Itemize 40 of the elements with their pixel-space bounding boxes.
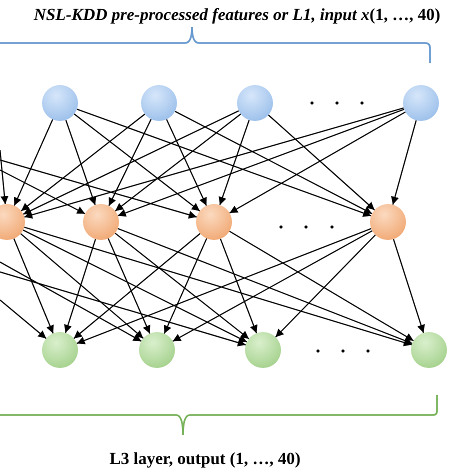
arrow [20, 114, 146, 212]
arrow [0, 300, 47, 339]
arrow [74, 114, 200, 212]
arrow [22, 230, 248, 342]
arrow [0, 169, 86, 214]
arrow [64, 238, 96, 334]
arrow [24, 107, 404, 219]
arrow [108, 238, 150, 334]
arrow [392, 238, 425, 334]
arrow [391, 120, 417, 205]
arrow [172, 230, 373, 342]
arrow [14, 119, 54, 206]
arrow [65, 120, 96, 206]
arrow [0, 271, 246, 346]
arrow [76, 108, 372, 217]
arrow [24, 226, 412, 346]
arrow [118, 228, 412, 344]
layer-label: NSL-KDD pre-processed features or L1, input x(1, …, 40) [32, 4, 442, 26]
arrow [220, 238, 258, 334]
arrow [229, 111, 406, 214]
arrow [13, 238, 54, 334]
arrow [114, 114, 242, 212]
arrow [268, 114, 375, 210]
arrow [73, 233, 201, 339]
arrow [108, 118, 152, 206]
arrow [0, 150, 8, 204]
arrow [0, 159, 197, 219]
arrow [0, 261, 142, 342]
arrow [166, 119, 207, 206]
arrow [174, 110, 372, 214]
arrow [76, 228, 372, 344]
arrow [114, 232, 250, 340]
arrow [218, 120, 250, 206]
arrow [20, 233, 144, 339]
arrow [229, 230, 414, 342]
arrow [275, 234, 376, 338]
arrow [118, 108, 404, 217]
arrow [22, 110, 240, 215]
arrow [164, 238, 208, 334]
layer-label: L3 layer, output (1, …, 40) [108, 448, 302, 470]
